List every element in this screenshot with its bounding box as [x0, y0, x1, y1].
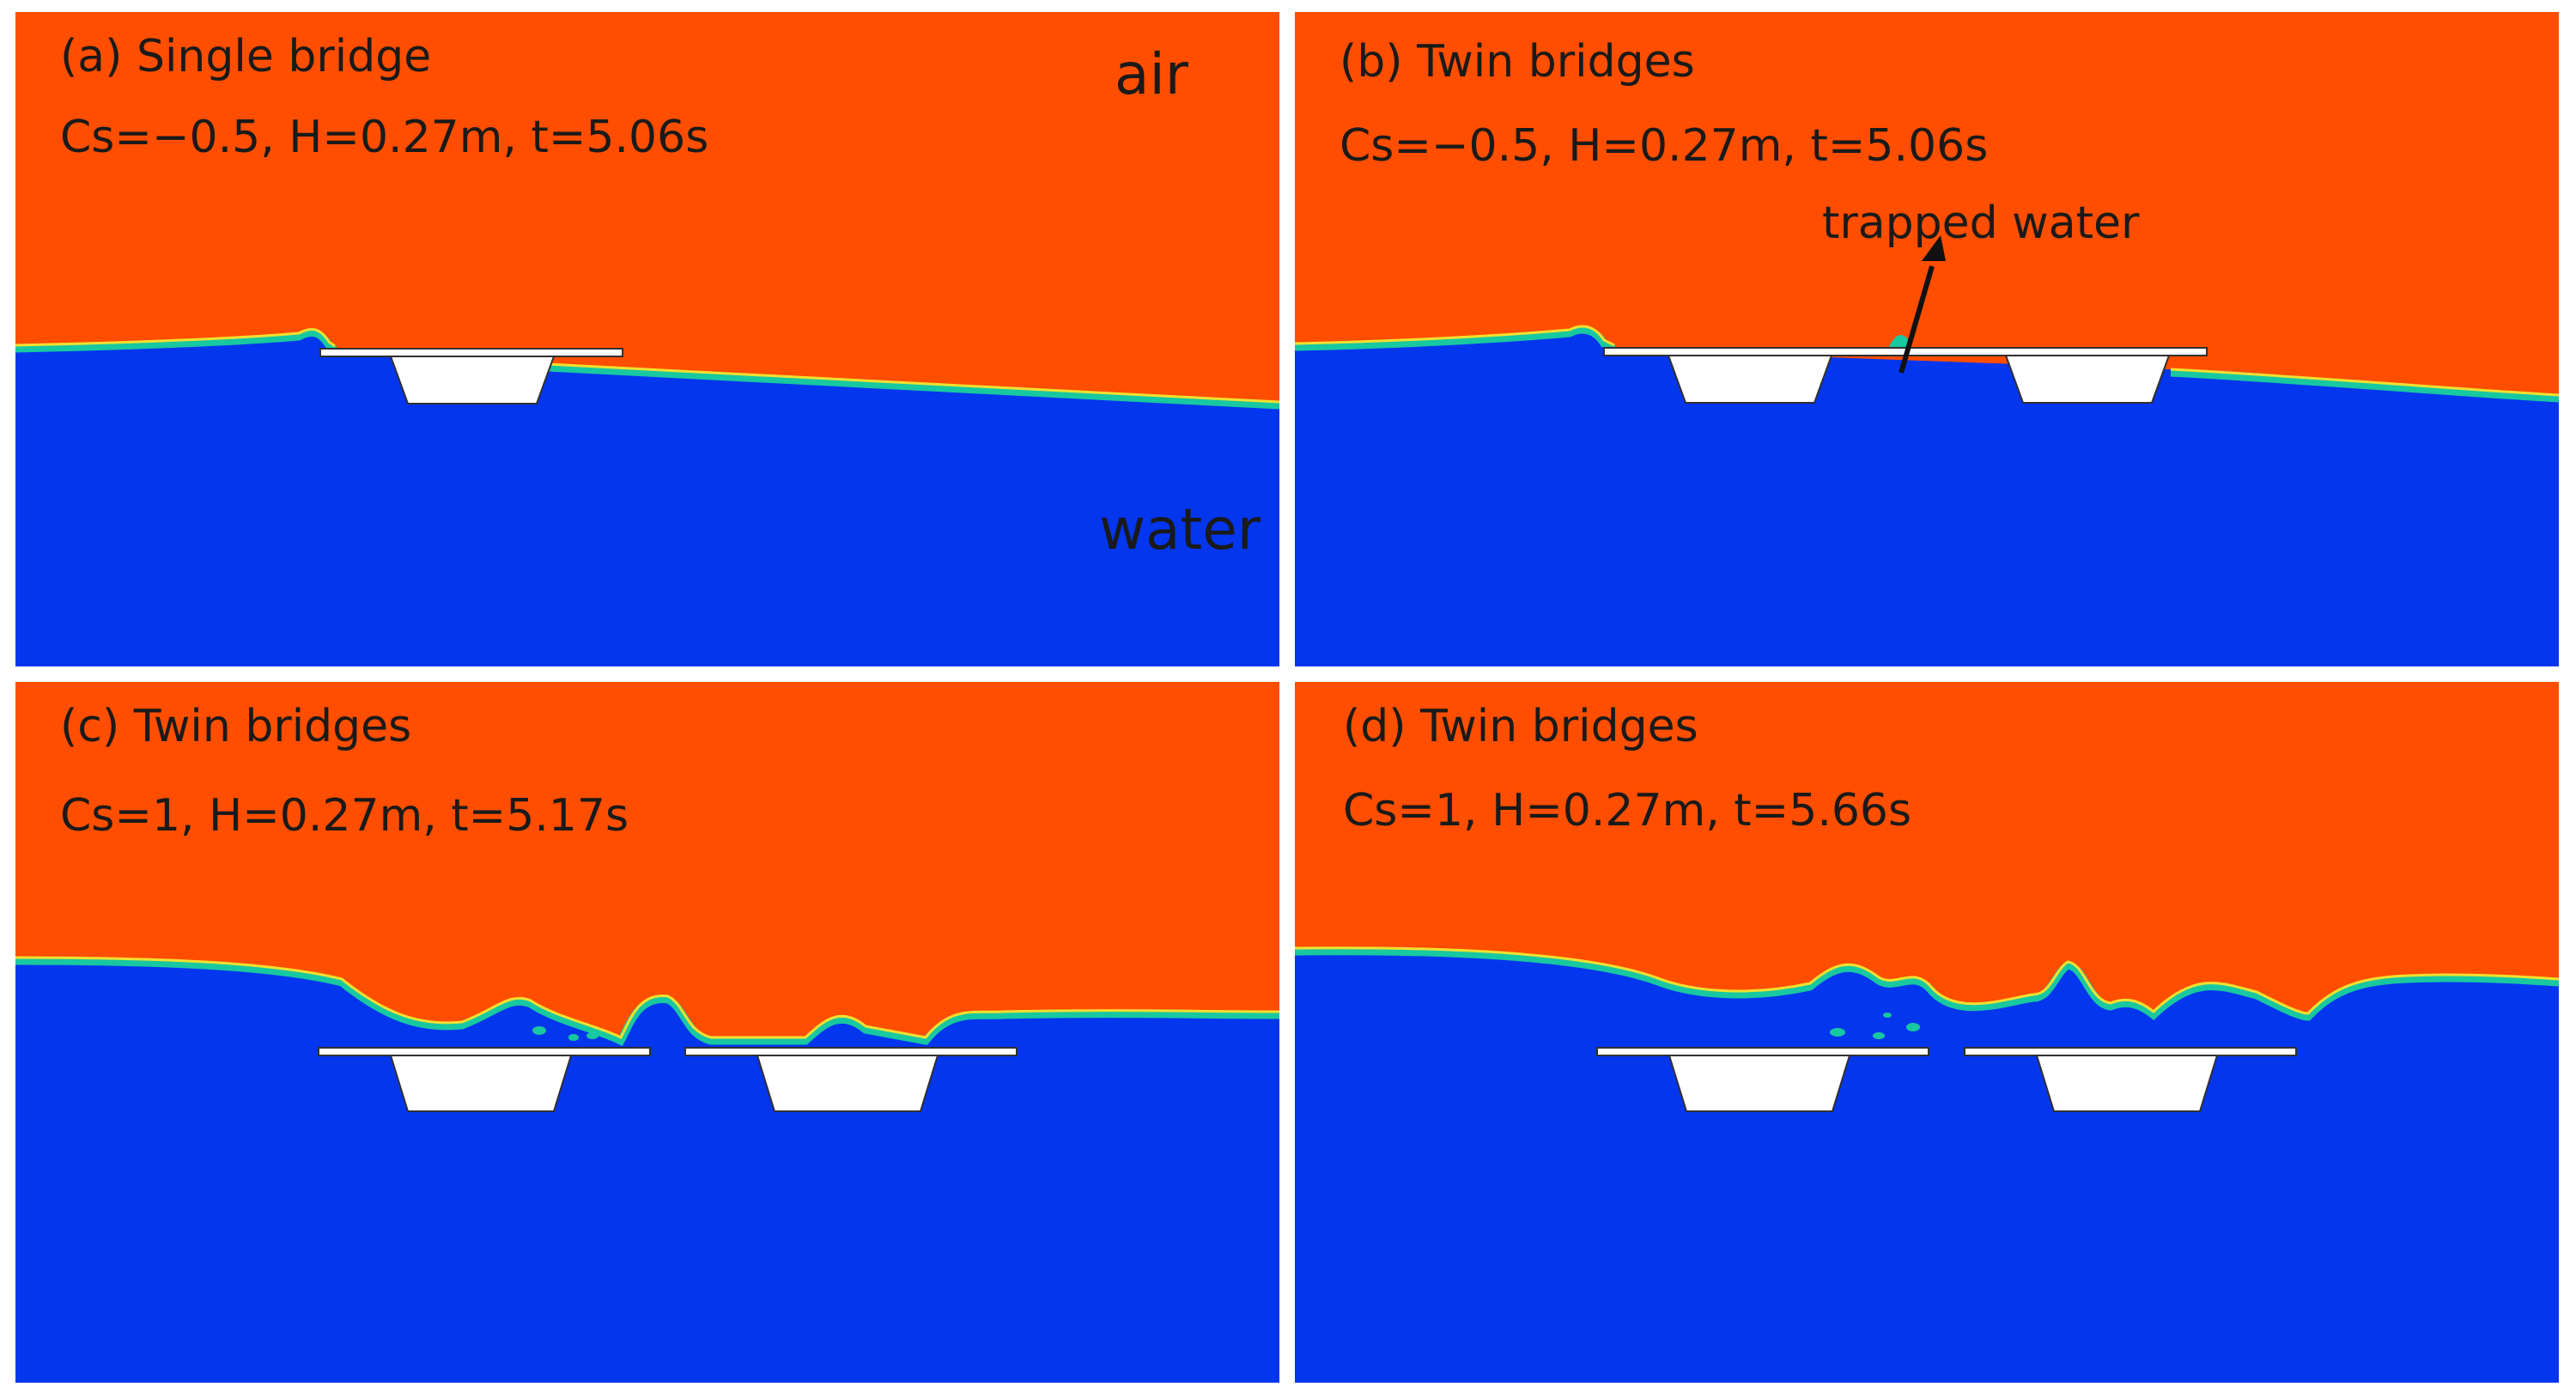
free-surface-outer — [15, 328, 1279, 410]
panel-c: (c) Twin bridges Cs=1, H=0.27m, t=5.17s — [15, 682, 1279, 1383]
panel-b-params: Cs=−0.5, H=0.27m, t=5.06s — [1340, 120, 1989, 172]
droplets — [532, 1026, 598, 1041]
water-region — [1295, 330, 2559, 666]
bridge-decks — [1603, 347, 2208, 404]
free-surface-inner — [1295, 325, 2559, 397]
panel-a-params: Cs=−0.5, H=0.27m, t=5.06s — [60, 112, 709, 163]
panel-c-title: (c) Twin bridges — [60, 701, 412, 752]
panel-d-title: (d) Twin bridges — [1343, 701, 1698, 752]
water-label: water — [1099, 496, 1261, 563]
panel-c-field — [15, 956, 1279, 1383]
droplets — [1830, 1013, 1920, 1039]
free-surface-inner — [15, 956, 1279, 1040]
air-label: air — [1115, 41, 1188, 107]
trapped-water-label: trapped water — [1822, 198, 2140, 249]
panel-d: (d) Twin bridges Cs=1, H=0.27m, t=5.66s — [1295, 682, 2559, 1383]
panel-b-title: (b) Twin bridges — [1340, 36, 1695, 88]
bridge-decks — [1596, 1047, 2297, 1112]
free-surface-outer — [15, 957, 1279, 1047]
panel-b: (b) Twin bridges Cs=−0.5, H=0.27m, t=5.0… — [1295, 12, 2559, 666]
panel-a-field — [15, 327, 1279, 666]
water-region — [15, 961, 1279, 1383]
free-surface-outer — [1295, 325, 2559, 403]
free-surface-inner — [1295, 946, 2559, 1015]
bridge-deck — [319, 348, 623, 404]
panel-b-field — [1295, 235, 2559, 666]
panel-a-title: (a) Single bridge — [60, 31, 432, 82]
bridge-decks — [318, 1047, 1018, 1112]
water-region — [15, 332, 1279, 666]
panel-a: (a) Single bridge Cs=−0.5, H=0.27m, t=5.… — [15, 12, 1279, 666]
panel-d-field — [1295, 946, 2559, 1383]
panel-d-params: Cs=1, H=0.27m, t=5.66s — [1343, 785, 1912, 836]
panel-c-params: Cs=1, H=0.27m, t=5.17s — [60, 790, 629, 842]
annotation-arrow — [1899, 235, 1946, 374]
water-region — [1295, 951, 2559, 1383]
free-surface-outer — [1295, 947, 2559, 1021]
free-surface-inner — [15, 327, 1279, 404]
